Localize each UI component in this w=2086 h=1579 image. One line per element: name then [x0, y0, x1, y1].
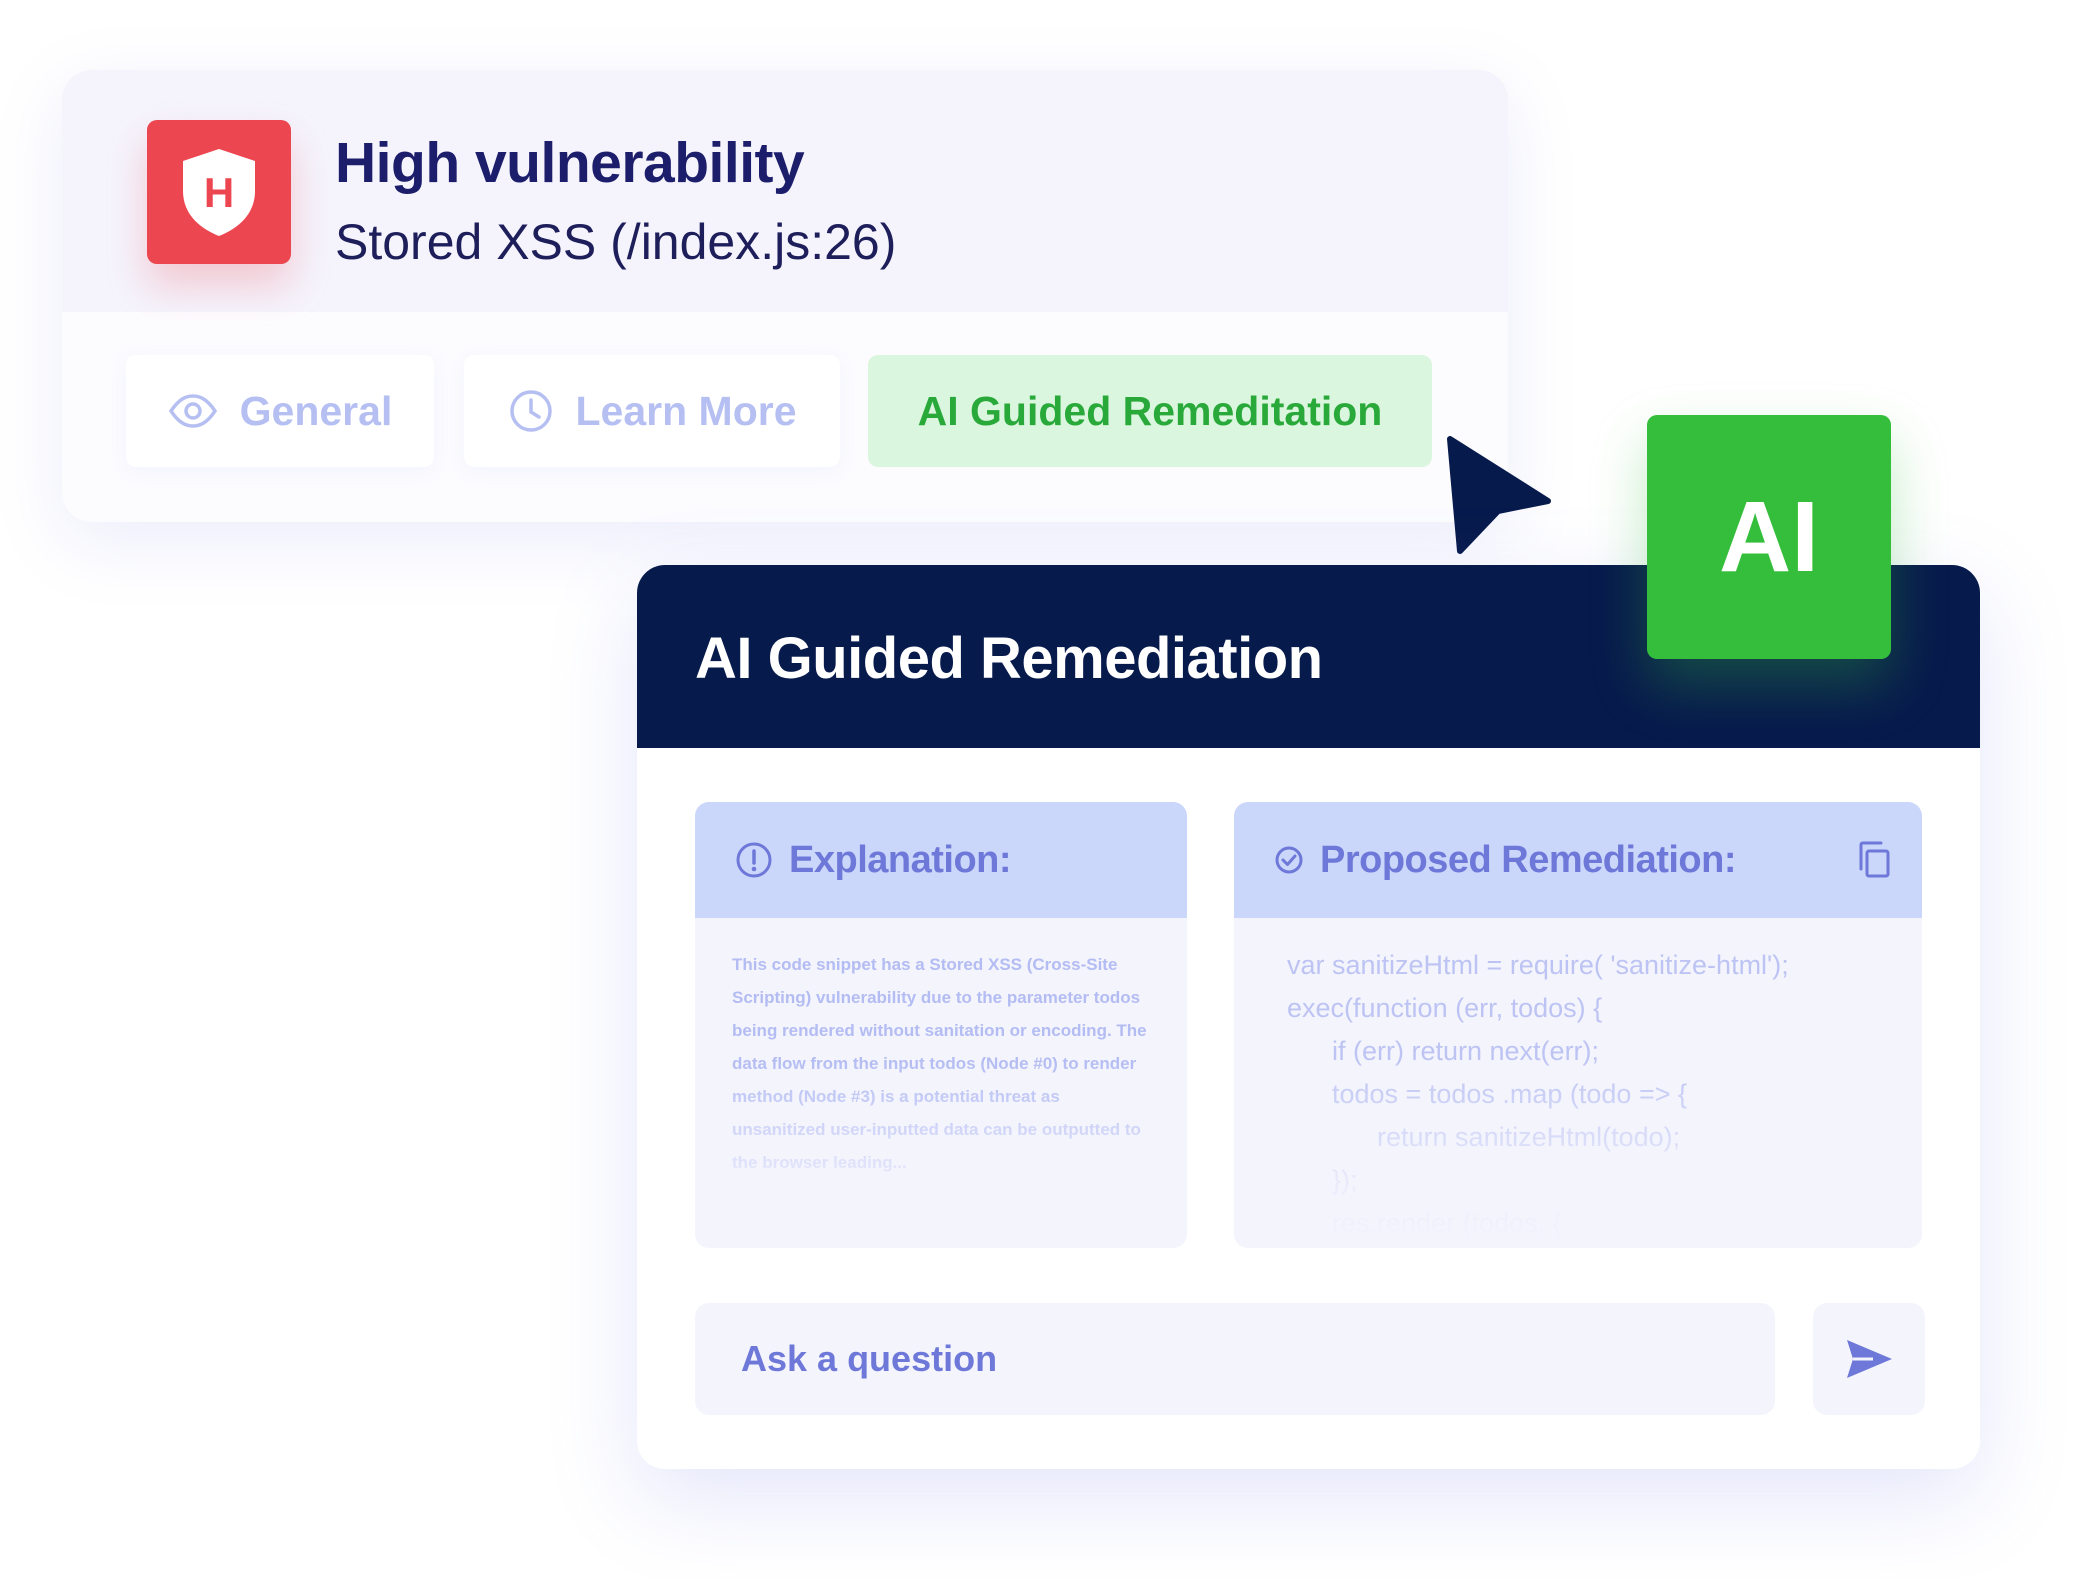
- vulnerability-title: High vulnerability: [335, 131, 805, 195]
- code-line: return sanitizeHtml(todo);: [1287, 1122, 1681, 1152]
- ai-remediation-panel: AI Guided Remediation Explanation: This …: [637, 565, 1980, 1469]
- tab-general-label: General: [239, 387, 393, 434]
- remediation-heading: Proposed Remediation:: [1320, 838, 1737, 881]
- code-line: var sanitizeHtml = require( 'sanitize-ht…: [1287, 950, 1789, 980]
- info-circle-icon: [735, 841, 773, 879]
- explanation-body: This code snippet has a Stored XSS (Cros…: [695, 918, 1187, 1248]
- explanation-text: This code snippet has a Stored XSS (Cros…: [732, 955, 1147, 1172]
- remediation-section: Proposed Remediation: var sanitizeHtml =…: [1234, 802, 1922, 1248]
- clock-icon: [508, 388, 554, 434]
- mouse-cursor-icon: [1447, 436, 1551, 554]
- vulnerability-card: H High vulnerability Stored XSS (/index.…: [62, 70, 1508, 522]
- remediation-body: var sanitizeHtml = require( 'sanitize-ht…: [1234, 918, 1922, 1248]
- explanation-section: Explanation: This code snippet has a Sto…: [695, 802, 1187, 1248]
- code-line: todos = todos .map (todo => {: [1287, 1079, 1688, 1109]
- remediation-header: Proposed Remediation:: [1234, 802, 1922, 918]
- tab-learn-more-label: Learn More: [575, 387, 797, 434]
- code-snippet: var sanitizeHtml = require( 'sanitize-ht…: [1287, 944, 1907, 1245]
- code-line: });: [1287, 1165, 1358, 1195]
- explanation-heading: Explanation:: [789, 838, 1012, 881]
- code-line: res.render (todos, {: [1287, 1208, 1562, 1238]
- panel-title: AI Guided Remediation: [695, 626, 1323, 691]
- code-line: if (err) return next(err);: [1287, 1036, 1600, 1066]
- eye-icon: [168, 393, 218, 429]
- tab-learn-more[interactable]: Learn More: [464, 355, 840, 467]
- shield-icon: H: [183, 149, 255, 236]
- severity-letter: H: [204, 169, 234, 216]
- ask-question-input[interactable]: [695, 1303, 1775, 1415]
- ai-badge: AI: [1647, 415, 1891, 659]
- vulnerability-header: H High vulnerability Stored XSS (/index.…: [62, 70, 1508, 312]
- severity-badge: H: [147, 120, 291, 264]
- check-circle-icon: [1274, 845, 1304, 875]
- code-line: exec(function (err, todos) {: [1287, 993, 1603, 1023]
- send-icon: [1847, 1340, 1892, 1378]
- tab-general[interactable]: General: [126, 355, 434, 467]
- vulnerability-location: Stored XSS (/index.js:26): [335, 214, 897, 270]
- send-button[interactable]: [1813, 1303, 1925, 1415]
- tab-ai-label: AI Guided Remeditation: [917, 387, 1383, 434]
- copy-icon[interactable]: [1856, 840, 1892, 880]
- tab-ai-guided-remediation[interactable]: AI Guided Remeditation: [868, 355, 1432, 467]
- explanation-header: Explanation:: [695, 802, 1187, 918]
